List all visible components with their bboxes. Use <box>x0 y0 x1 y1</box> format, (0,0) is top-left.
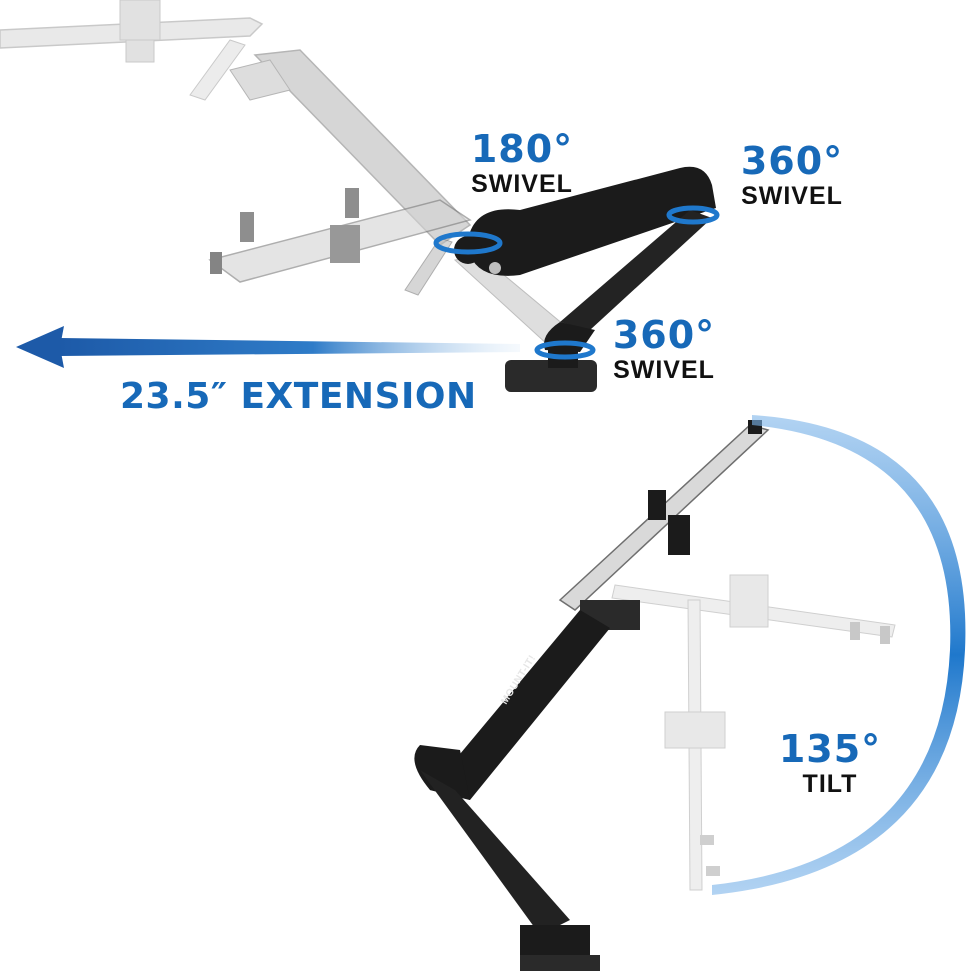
extension-arrow <box>16 326 520 368</box>
tilt-arc <box>712 415 966 895</box>
callout-label: SWIVEL <box>741 182 843 210</box>
callout-label: TILT <box>802 770 858 798</box>
callout-degree: 180° <box>470 127 574 171</box>
swivel-ring-base <box>534 340 596 360</box>
callout-360-swivel-base: 360° SWIVEL <box>604 316 724 383</box>
ghost-arm-upper <box>229 49 571 346</box>
callout-360-swivel-arm: 360° SWIVEL <box>732 142 852 209</box>
extension-label: 23.5″ EXTENSION <box>120 376 477 417</box>
ghost-trays-tilt <box>611 574 896 891</box>
callout-135-tilt: 135° TILT <box>772 730 888 797</box>
ghost-tray-mid <box>208 188 472 296</box>
monitor-arm-bottom: MOUNT-IT! <box>414 610 610 971</box>
callout-180-swivel: 180° SWIVEL <box>462 130 582 197</box>
callout-degree: 135° <box>778 727 882 771</box>
callout-label: SWIVEL <box>613 356 715 384</box>
ghost-tray-far <box>0 0 264 101</box>
swivel-ring-joint-right <box>666 205 720 225</box>
callout-label: SWIVEL <box>471 170 573 198</box>
callout-degree: 360° <box>740 139 844 183</box>
swivel-ring-joint-left <box>433 231 503 255</box>
callout-degree: 360° <box>612 313 716 357</box>
